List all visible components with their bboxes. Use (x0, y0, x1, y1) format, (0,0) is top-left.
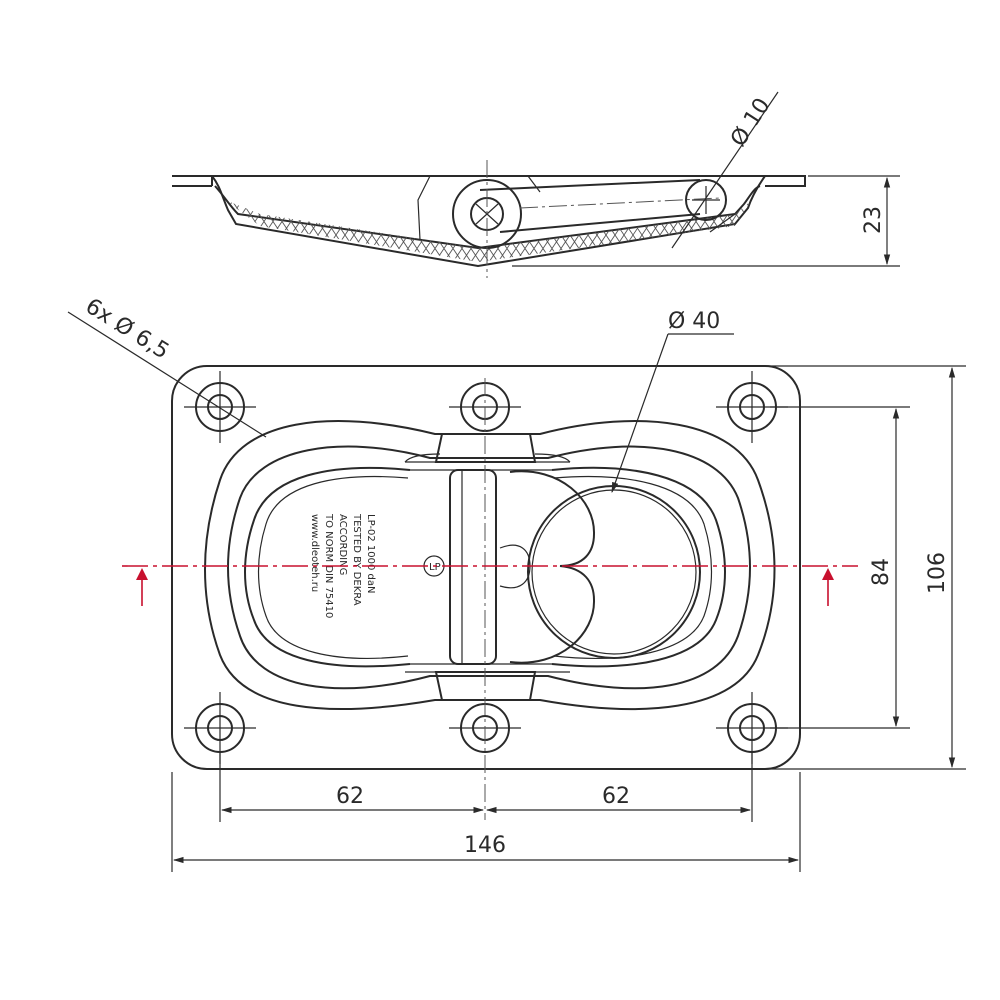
ring-diameter-label: Ø 40 (668, 309, 720, 334)
marking-line-5: www.dleoteh.ru (309, 514, 320, 592)
marking-line-1: LP-02 1000 daN (365, 514, 376, 593)
recess-outer (204, 420, 776, 711)
marking-line-2: TESTED BY DEKRA (351, 513, 362, 606)
height-inner-label: 84 (869, 558, 894, 586)
width-total-label: 146 (464, 833, 506, 858)
left-recess (244, 466, 411, 668)
height-outer-label: 106 (925, 552, 950, 594)
pin-diameter-label: Ø 10 (726, 94, 775, 151)
ring-axle (449, 469, 497, 665)
height-side-label: 23 (861, 206, 886, 234)
ring-circle (527, 485, 701, 659)
base-plate (171, 365, 801, 770)
top-view: LP LP-02 1000 daN TESTED BY DEKRA ACCORD… (67, 294, 966, 872)
marking-line-3: ACCORDING (337, 514, 348, 575)
width-right-label: 62 (602, 784, 630, 809)
lashing-ring (509, 470, 596, 664)
svg-text:LP: LP (429, 562, 441, 573)
pin-circle (685, 179, 727, 221)
width-left-label: 62 (336, 784, 364, 809)
mounting-holes (195, 382, 777, 753)
side-view: Ø 10 23 (172, 91, 900, 278)
